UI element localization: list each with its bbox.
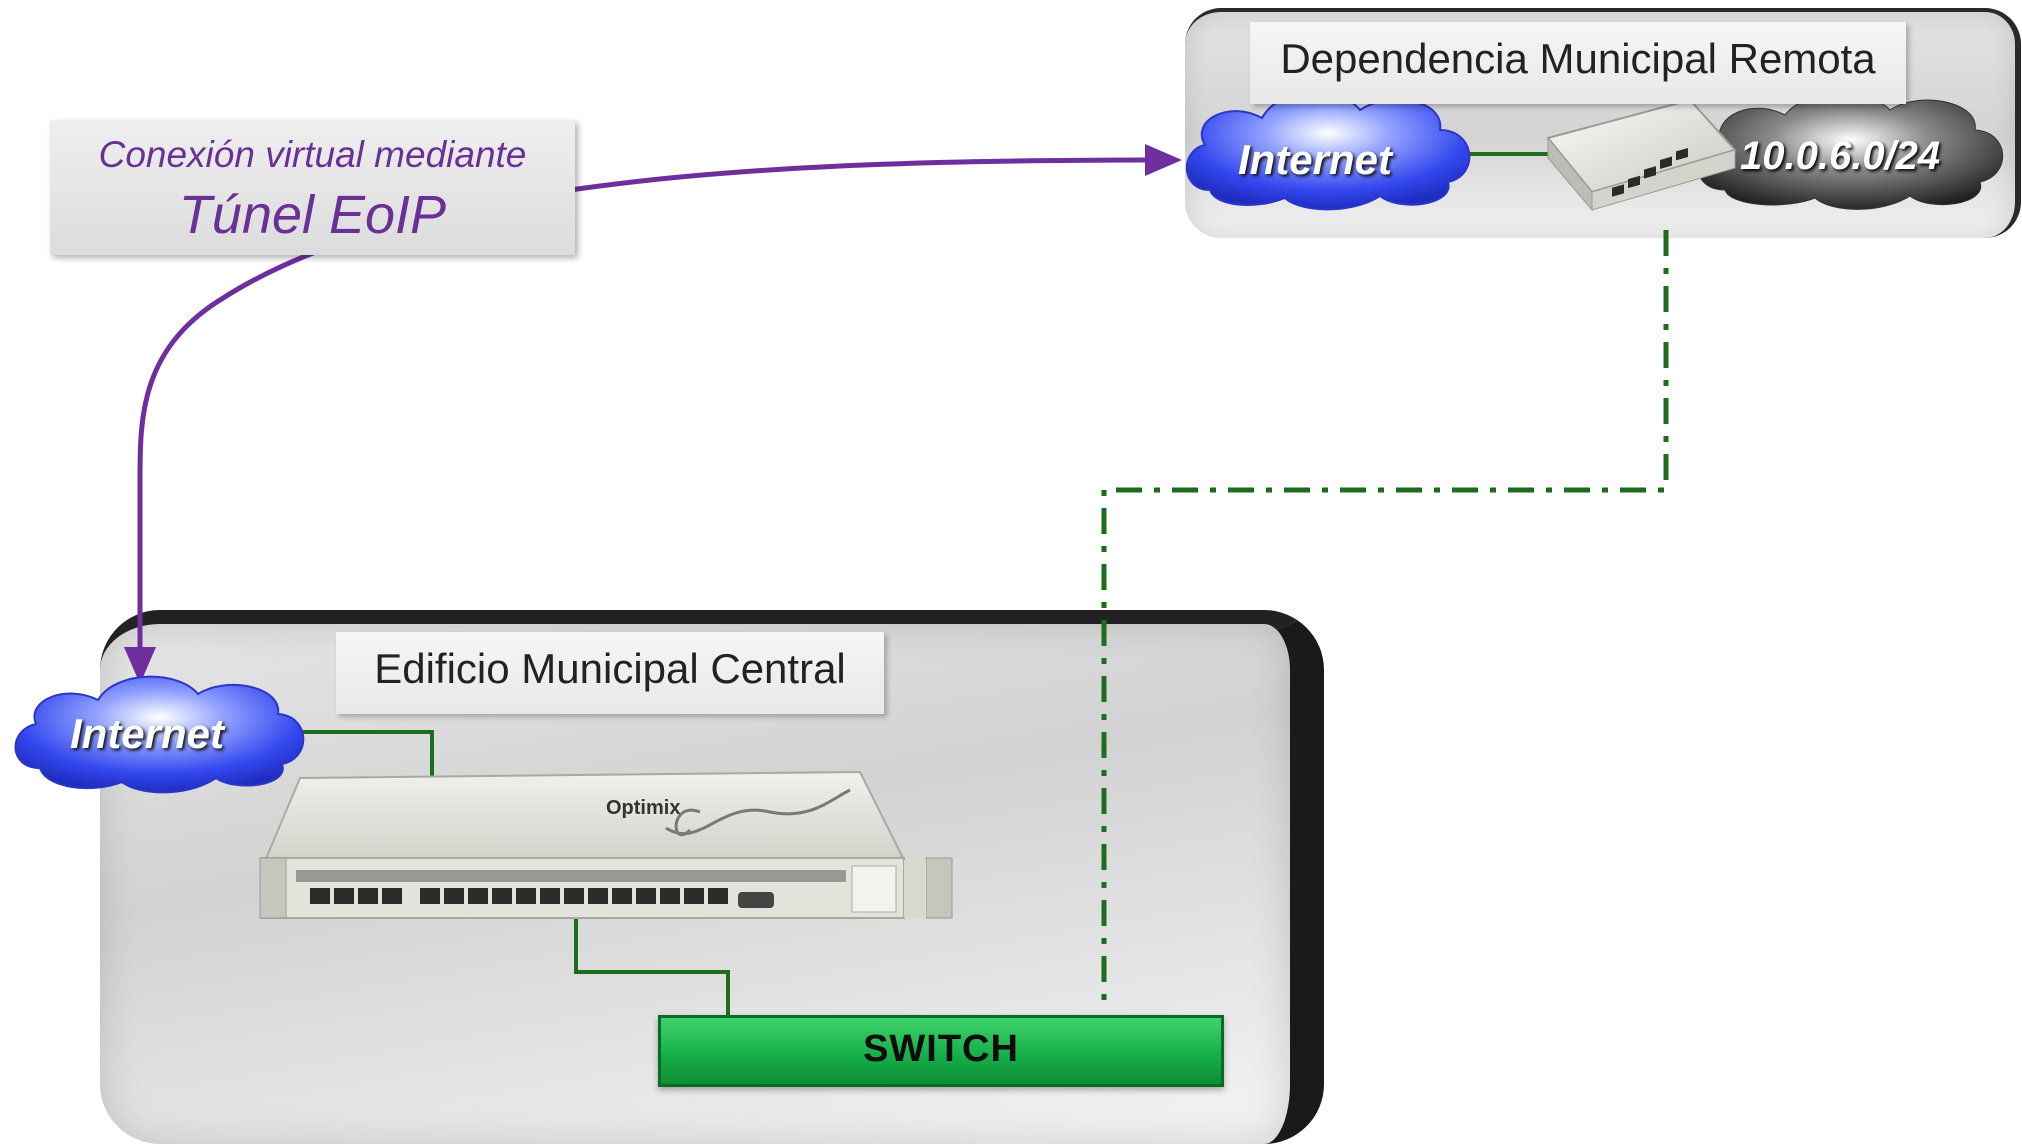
tunnel-label-box: Conexión virtual mediante Túnel EoIP bbox=[50, 120, 575, 255]
switch-box: SWITCH bbox=[658, 1015, 1224, 1087]
remote-subnet-label: 10.0.6.0/24 bbox=[1740, 134, 1941, 178]
remote-internet-cloud bbox=[1185, 91, 1471, 211]
tunnel-label-line2: Túnel EoIP bbox=[178, 185, 447, 245]
central-internet-label: Internet bbox=[70, 710, 225, 757]
central-router-image bbox=[259, 770, 953, 919]
remote-internet-label: Internet bbox=[1238, 136, 1393, 183]
tunnel-arrowhead-remote bbox=[1145, 144, 1182, 176]
router-to-switch-link bbox=[574, 900, 730, 1045]
router-brand-label: Optimix bbox=[606, 797, 680, 819]
network-diagram-canvas: Optimix bbox=[14, 91, 2004, 1054]
tunnel-arrowhead-central bbox=[124, 647, 156, 684]
remote-site-title: Dependencia Municipal Remota bbox=[1250, 22, 1906, 104]
tunnel-label-line1: Conexión virtual mediante bbox=[98, 134, 527, 175]
remote-router-image bbox=[1546, 98, 1737, 212]
central-site-title: Edificio Municipal Central bbox=[336, 632, 884, 714]
remote-dashed-link bbox=[1101, 230, 1669, 1010]
central-internet-cloud bbox=[14, 675, 305, 794]
switch-label: SWITCH bbox=[863, 1028, 1019, 1070]
subnet-cloud bbox=[1697, 93, 2004, 210]
